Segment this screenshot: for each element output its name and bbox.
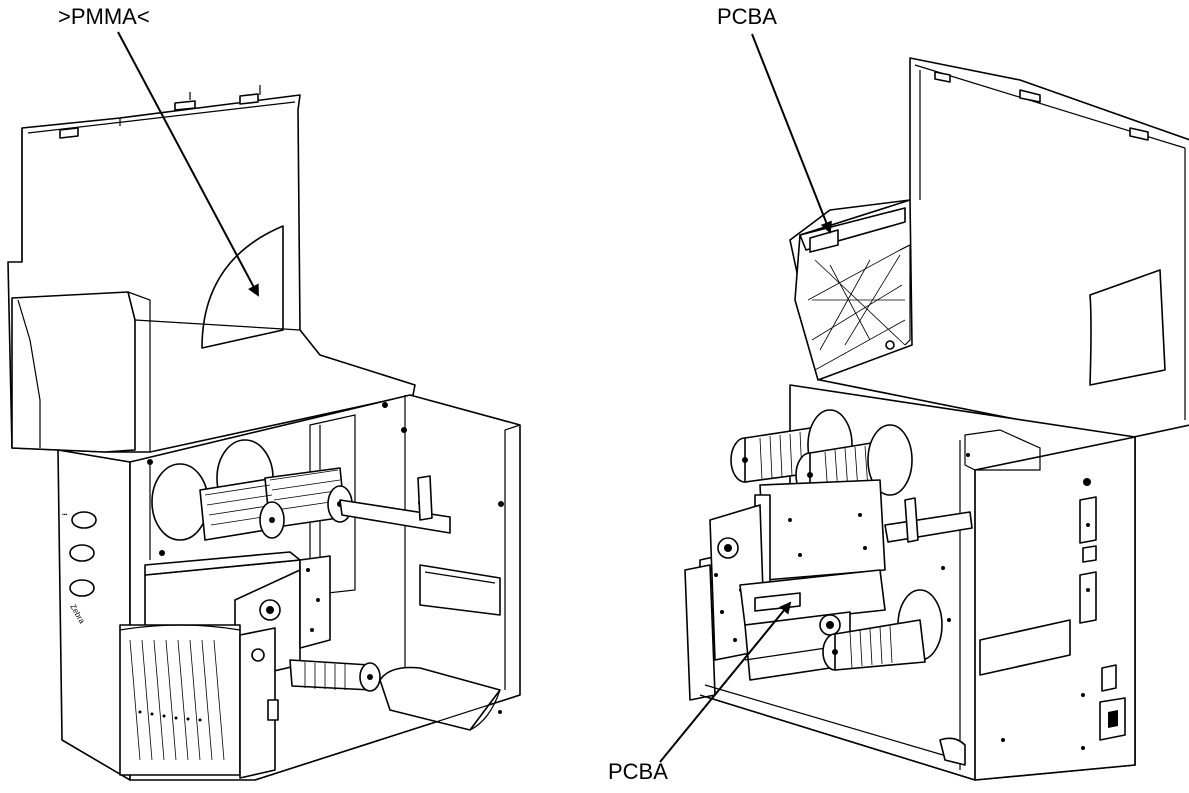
pmma-window <box>201 225 284 349</box>
right-printer <box>684 57 1189 781</box>
pcba-bottom-label: PCBA <box>608 759 668 784</box>
pmma-arrow <box>117 31 259 297</box>
pcba-bottom-arrow <box>659 601 792 763</box>
pmma-label: >PMMA< <box>58 4 150 29</box>
left-printer: ▪▪▪ Zebra <box>7 85 521 781</box>
svg-text:▪▪▪: ▪▪▪ <box>62 512 68 518</box>
pcba-top-label: PCBA <box>717 4 777 29</box>
pcba-top-arrow <box>751 33 832 234</box>
